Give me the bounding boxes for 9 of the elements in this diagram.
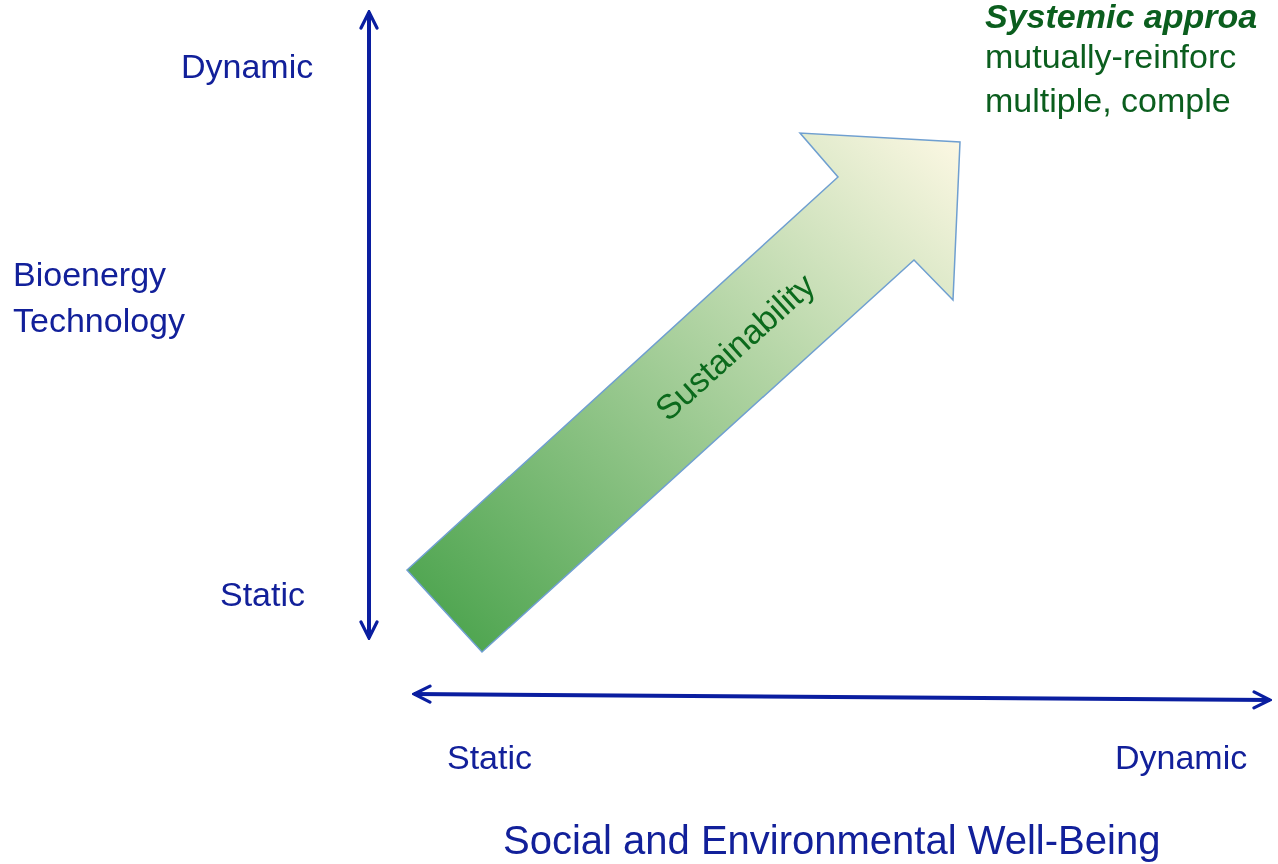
note-text: Systemic approa <box>985 0 1258 37</box>
axis-label: Dynamic <box>1115 737 1248 778</box>
note-text: multiple, comple <box>985 80 1231 121</box>
axis-title: Bioenergy Technology <box>13 254 186 341</box>
axis-label: Static <box>447 737 533 778</box>
note-text: mutually-reinforc <box>985 36 1237 77</box>
axis-label: Dynamic <box>181 46 314 87</box>
axis-title: Social and Environmental Well-Being <box>503 817 1161 864</box>
axis-label: Static <box>220 574 306 615</box>
